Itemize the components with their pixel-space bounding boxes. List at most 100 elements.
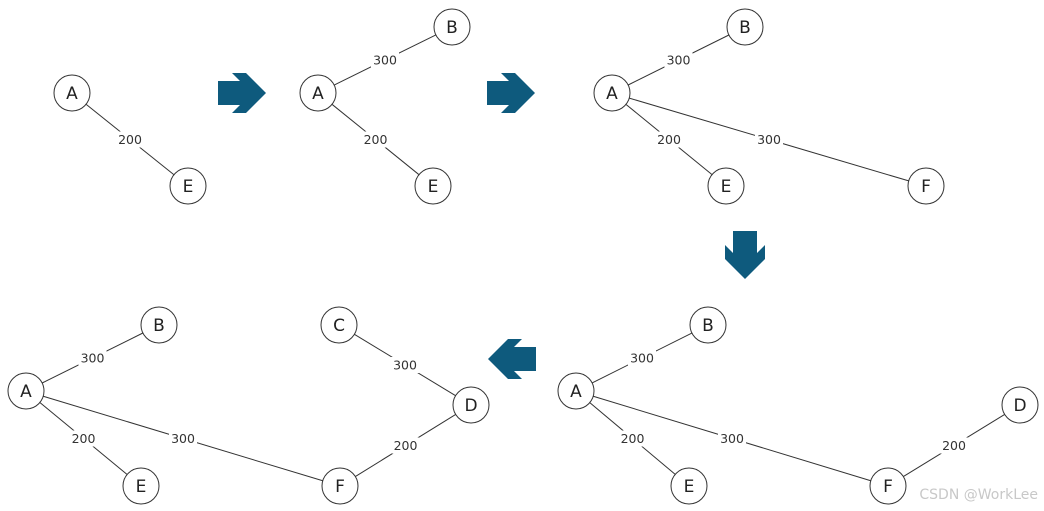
step-1-node-E: E xyxy=(169,167,207,205)
step-5-node-E-circle xyxy=(122,467,160,505)
step-5-node-D-label: D xyxy=(464,396,477,416)
step-1-nodes: AE xyxy=(53,74,207,205)
step-3-edge-label-bg-A-B xyxy=(664,52,693,68)
step-3-edge-weight-A-E: 200 xyxy=(657,132,681,147)
step-1-edge-label-bg-A-E xyxy=(116,131,144,148)
step-1-edges: 200 xyxy=(85,103,175,176)
step-2-node-E-label: E xyxy=(428,177,439,197)
step-5-node-E-label: E xyxy=(136,477,147,497)
step-1-node-E-label: E xyxy=(183,177,194,197)
step-4-node-A-circle xyxy=(557,372,595,410)
step-5-node-C-circle xyxy=(320,306,358,344)
step-4-nodes: A B E F D xyxy=(557,306,1039,505)
step-3-node-A: A xyxy=(593,74,631,112)
step-2-node-A: A xyxy=(299,74,337,112)
arrow-right-2-icon xyxy=(487,73,535,113)
step-5-node-B-label: B xyxy=(153,316,165,336)
step-2-edge-weight-A-B: 300 xyxy=(373,53,397,68)
step-4-edge-label-bg-F-D xyxy=(940,437,968,454)
step-5-edge-weight-A-E: 200 xyxy=(72,431,96,446)
step-4-edge-weight-A-B: 300 xyxy=(630,351,654,366)
step-5-edge-weight-A-B: 300 xyxy=(81,351,105,366)
step-1-node-E-circle xyxy=(169,167,207,205)
step-4-edge-label-bg-A-B xyxy=(628,350,656,366)
step-3-edge-weight-A-B: 300 xyxy=(667,53,691,68)
step-5-node-F-label: F xyxy=(335,477,345,497)
step-3-node-A-circle xyxy=(593,74,631,112)
step-4-node-F-label: F xyxy=(883,477,893,497)
step-4-node-E: E xyxy=(670,467,708,505)
step-3-node-F: F xyxy=(907,167,945,205)
step-5-node-D: D xyxy=(452,386,490,424)
step-4-node-B-circle xyxy=(689,306,727,344)
step-4-edge-weight-F-D: 200 xyxy=(942,438,966,453)
step-4-node-E-circle xyxy=(670,467,708,505)
step-5-node-C-label: C xyxy=(333,316,345,336)
step-5-edge-label-bg-A-B xyxy=(78,350,107,366)
step-3-node-F-circle xyxy=(907,167,945,205)
step-2-edge-weight-A-E: 200 xyxy=(364,132,388,147)
step-4-edge-label-bg-A-F xyxy=(718,430,746,447)
step-2-node-B-circle xyxy=(433,8,471,46)
step-5-node-F: F xyxy=(321,467,359,505)
step-4-node-D-label: D xyxy=(1013,396,1026,416)
step-5-node-B: B xyxy=(140,306,178,344)
step-5-node-D-circle xyxy=(452,386,490,424)
step-3-node-A-label: A xyxy=(606,84,618,104)
step-5-edge-label-bg-A-E xyxy=(69,430,98,447)
step-2-node-B-label: B xyxy=(446,18,458,38)
arrow-down-icon xyxy=(725,231,765,279)
step-4-node-F-circle xyxy=(869,467,907,505)
step-5-edge-label-bg-A-F xyxy=(169,430,197,447)
step-4-edges: 300 200 300 200 xyxy=(589,332,1005,482)
step-2-edges: 300 200 xyxy=(331,34,437,176)
step-4-node-D-circle xyxy=(1001,386,1039,424)
step-1-edge-weight-A-E: 200 xyxy=(118,132,142,147)
step-2-nodes: A B E xyxy=(299,8,471,205)
step-5-nodes: A B E F D C xyxy=(7,306,490,505)
step-4-node-F: F xyxy=(869,467,907,505)
step-1-node-A-circle xyxy=(53,74,91,112)
step-4-edge-label-bg-A-E xyxy=(618,430,647,447)
step-5-node-E: E xyxy=(122,467,160,505)
arrow-left-icon xyxy=(488,339,536,379)
step-5-node-F-circle xyxy=(321,467,359,505)
arrows-layer xyxy=(218,73,765,379)
step-5-node-B-circle xyxy=(140,306,178,344)
step-2-node-A-label: A xyxy=(312,84,324,104)
step-3-node-E: E xyxy=(707,167,745,205)
step-5-edge-label-bg-D-C xyxy=(391,357,419,373)
step-4-node-B: B xyxy=(689,306,727,344)
step-4-node-A: A xyxy=(557,372,595,410)
step-3-node-E-circle xyxy=(707,167,745,205)
step-5-node-A-label: A xyxy=(20,382,32,402)
step-5-node-A: A xyxy=(7,372,45,410)
step-5-node-C: C xyxy=(320,306,358,344)
step-2-edge-label-bg-A-B xyxy=(371,52,399,68)
step-2-graph: 300 200 A B E xyxy=(299,8,471,205)
step-5-edge-weight-A-F: 300 xyxy=(171,431,195,446)
step-4-edge-weight-A-F: 300 xyxy=(720,431,744,446)
step-5-edge-weight-D-C: 300 xyxy=(393,358,417,373)
step-3-edge-label-bg-A-F xyxy=(755,131,783,148)
step-4-edge-weight-A-E: 200 xyxy=(621,431,645,446)
step-2-node-E-circle xyxy=(414,167,452,205)
step-5-node-A-circle xyxy=(7,372,45,410)
watermark: CSDN @WorkLee xyxy=(919,487,1038,503)
step-3-edge-weight-A-F: 300 xyxy=(757,132,781,147)
step-4-graph: 300 200 300 200 A B E F D xyxy=(557,306,1039,505)
step-3-edges: 300 200 300 xyxy=(625,34,909,182)
step-4-node-E-label: E xyxy=(684,477,695,497)
step-4-node-D: D xyxy=(1001,386,1039,424)
step-3-node-B-circle xyxy=(726,8,764,46)
step-3-node-E-label: E xyxy=(721,177,732,197)
step-5-edge-label-bg-F-D xyxy=(391,437,420,454)
step-2-edge-label-bg-A-E xyxy=(361,131,390,148)
step-4-node-A-label: A xyxy=(570,382,582,402)
step-1-node-A-label: A xyxy=(66,84,78,104)
